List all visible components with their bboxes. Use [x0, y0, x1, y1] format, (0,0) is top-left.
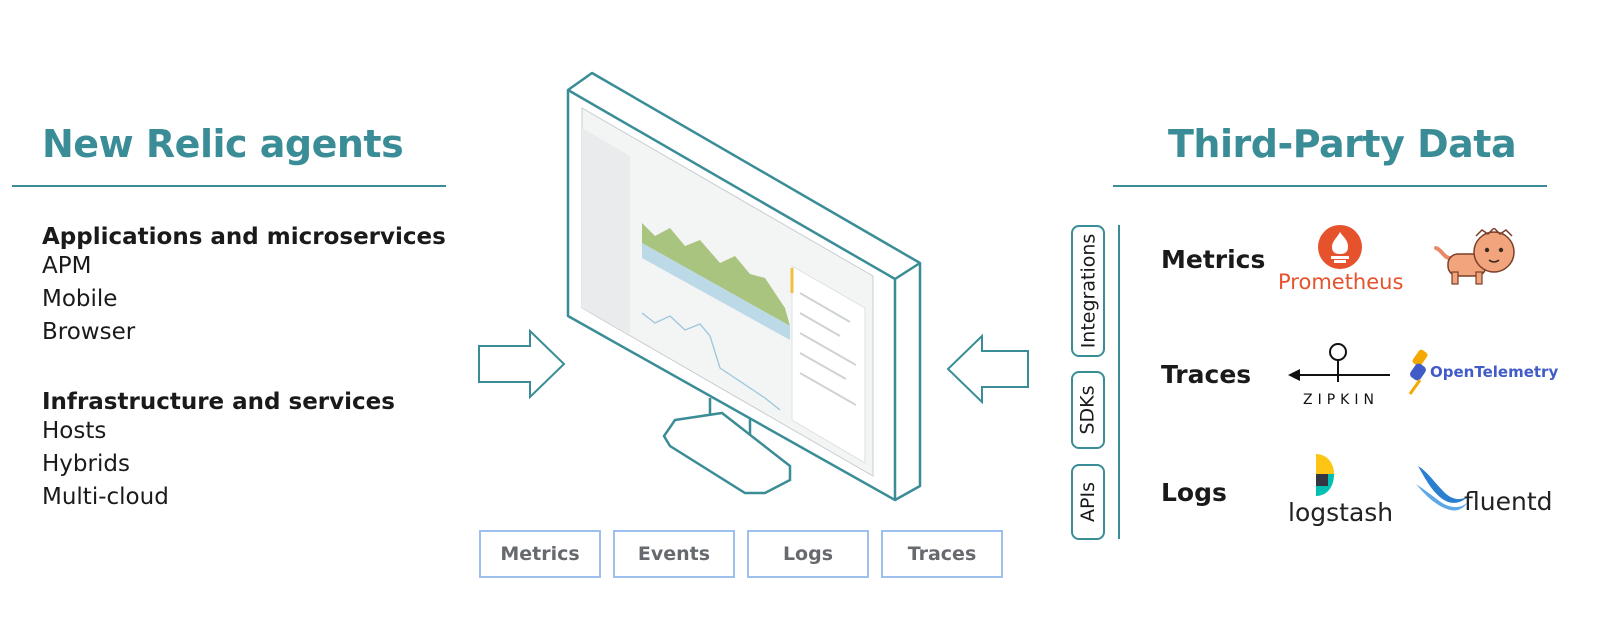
right-title: Third-Party Data — [1168, 122, 1517, 166]
source-integrations: Integrations — [1071, 225, 1105, 357]
list-item: Hosts — [42, 418, 107, 444]
zipkin-icon — [1288, 343, 1390, 382]
prometheus-icon — [1318, 225, 1362, 269]
data-type-traces: Traces — [881, 530, 1003, 578]
prometheus-wordmark: Prometheus — [1278, 270, 1404, 294]
vertical-divider — [1118, 225, 1120, 539]
right-divider — [1113, 185, 1547, 187]
data-type-metrics: Metrics — [479, 530, 601, 578]
fluentd-bird-icon — [1416, 466, 1470, 511]
zipkin-logo: ZIPKIN — [1286, 342, 1396, 408]
right-arrow-icon — [946, 333, 1029, 405]
group-heading: Infrastructure and services — [42, 389, 395, 415]
left-divider — [12, 185, 446, 187]
agent-group-infra: Infrastructure and services Hosts Hybrid… — [42, 389, 395, 514]
logstash-icon — [1316, 454, 1334, 496]
logstash-wordmark: logstash — [1288, 498, 1394, 527]
lion-mascot-icon — [1434, 228, 1515, 285]
opentelemetry-logo: OpenTelemetry — [1406, 348, 1558, 396]
source-apis: APIs — [1071, 464, 1105, 540]
source-label: SDKs — [1077, 385, 1099, 435]
list-item: Browser — [42, 319, 136, 345]
opentelemetry-icon — [1408, 349, 1428, 395]
logstash-logo: logstash — [1288, 452, 1394, 527]
list-item: Mobile — [42, 286, 118, 312]
fluentd-logo: fluentd — [1414, 462, 1553, 518]
source-label: Integrations — [1077, 233, 1099, 349]
row-label-logs: Logs — [1161, 478, 1227, 507]
data-type-events: Events — [613, 530, 735, 578]
data-type-logs: Logs — [747, 530, 869, 578]
zipkin-wordmark: ZIPKIN — [1303, 392, 1379, 408]
monitor-illustration — [566, 71, 922, 502]
fluentd-wordmark: fluentd — [1464, 487, 1553, 516]
row-label-metrics: Metrics — [1161, 245, 1266, 274]
list-item: Hybrids — [42, 451, 130, 477]
group-heading: Applications and microservices — [42, 224, 446, 250]
list-item: APM — [42, 253, 92, 279]
row-label-traces: Traces — [1161, 360, 1252, 389]
agent-group-apps: Applications and microservices APM Mobil… — [42, 224, 446, 349]
source-sdks: SDKs — [1071, 371, 1105, 449]
opentelemetry-wordmark: OpenTelemetry — [1430, 363, 1559, 381]
left-title: New Relic agents — [42, 122, 404, 166]
prometheus-logo: Prometheus — [1278, 224, 1404, 294]
list-item: Multi-cloud — [42, 484, 169, 510]
left-arrow-icon — [478, 328, 566, 400]
source-label: APIs — [1077, 482, 1099, 522]
